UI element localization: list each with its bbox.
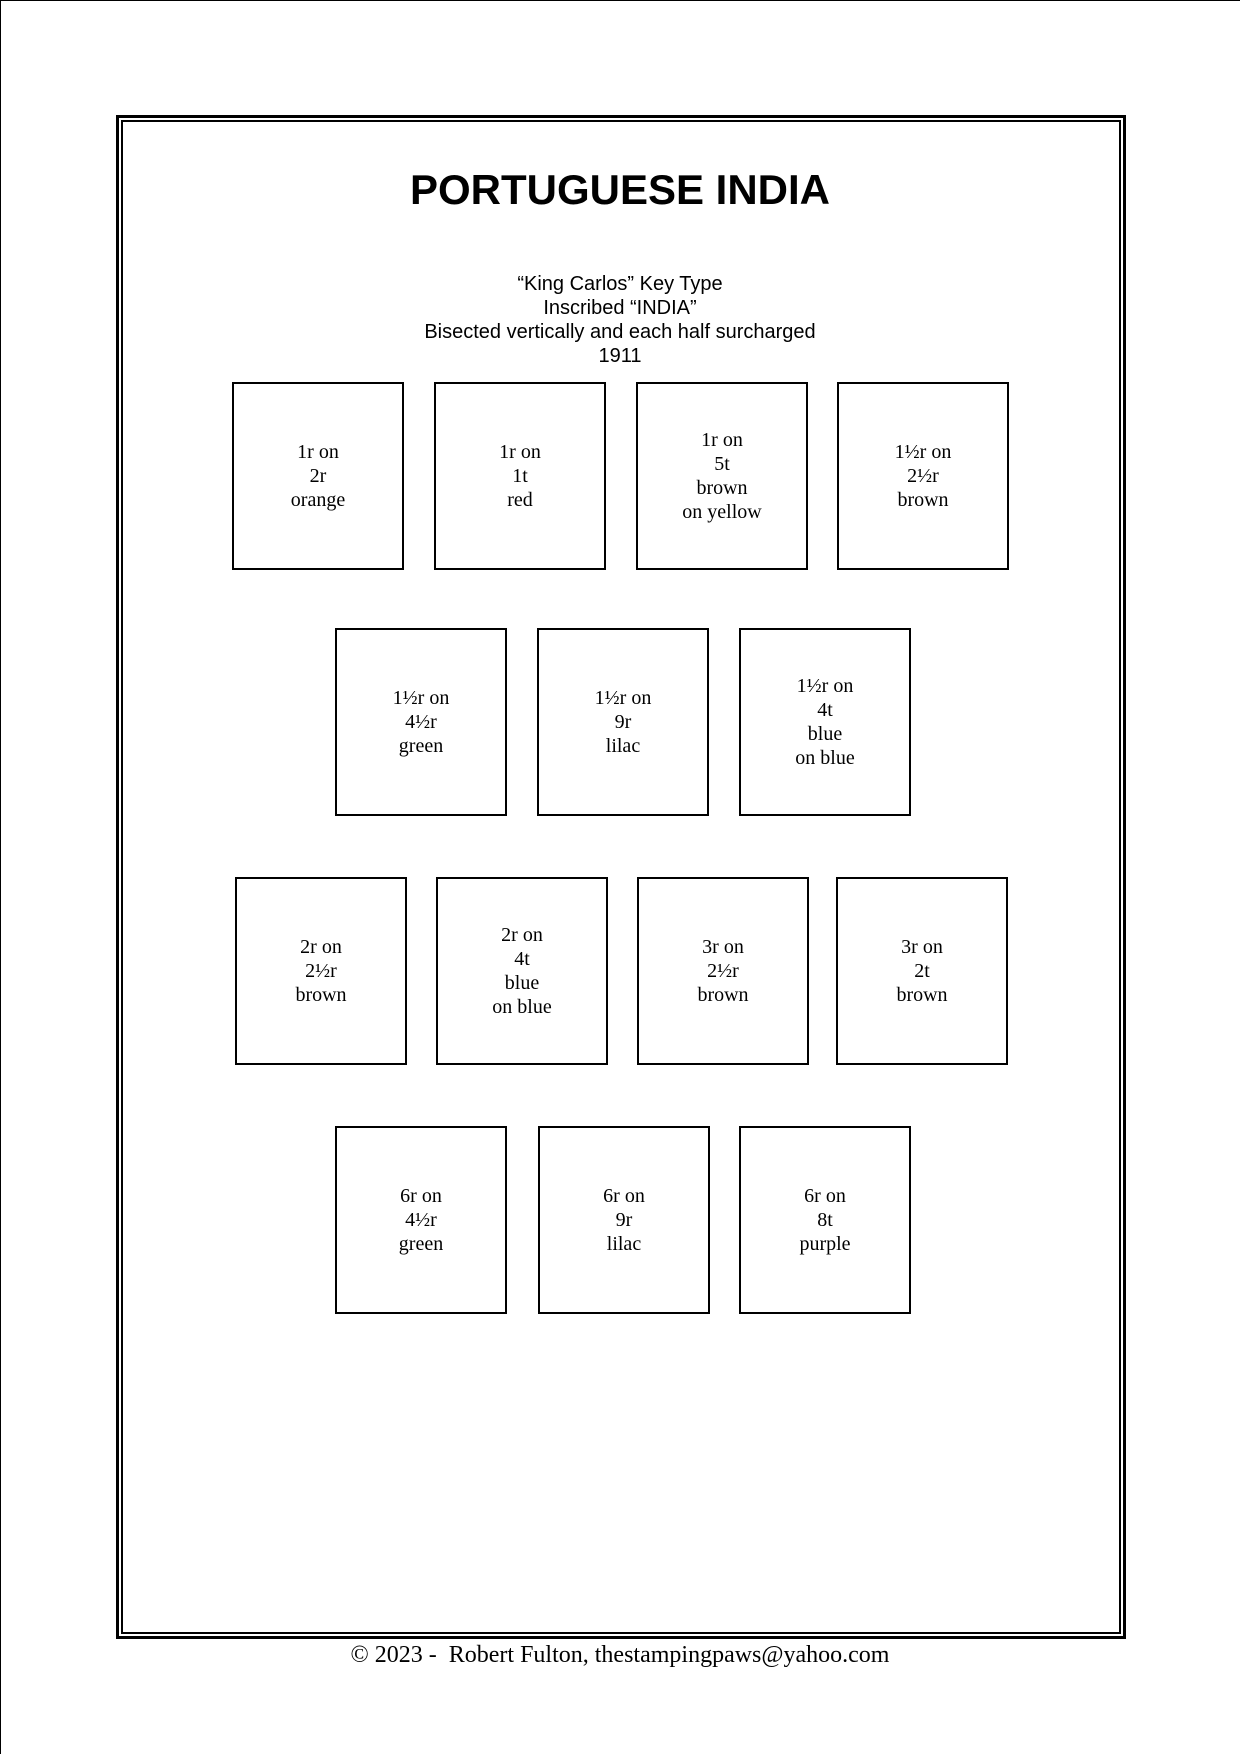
stamp-line: 2½r [907,465,939,487]
stamp-line: purple [799,1233,851,1255]
stamp-line: blue [807,723,843,745]
stamp-line: 8t [817,1209,833,1231]
subtitle-key-type: “King Carlos” Key Type [517,273,723,295]
stamp-line: lilac [606,1233,642,1255]
stamp-line: 3r on [901,936,943,958]
stamp-line: 6r on [804,1185,846,1207]
page-title: PORTUGUESE INDIA [409,166,831,213]
stamp-line: 4½r [405,1209,437,1231]
stamp-line: 2t [914,960,930,982]
stamp-line: 5t [714,453,730,475]
stamp-space: 2r on 4t blue on blue [436,877,608,1065]
stamp-space: 3r on 2½r brown [637,877,809,1065]
stamp-line: 6r on [400,1185,442,1207]
page-subtitle: “King Carlos” Key Type Inscribed “INDIA”… [0,272,1240,368]
stamp-line: 4t [817,699,833,721]
stamp-space: 1½r on 4t blue on blue [739,628,911,816]
stamp-line: 1½r on [894,441,952,463]
stamp-line: 2½r [305,960,337,982]
stamp-line: lilac [605,735,641,757]
stamp-line: brown [897,489,949,511]
stamp-line: 2r on [300,936,342,958]
stamp-line: on yellow [682,501,762,523]
stamp-line: green [398,1233,444,1255]
stamp-line: 1½r on [796,675,854,697]
stamp-line: 6r on [603,1185,645,1207]
stamp-line: brown [295,984,347,1006]
stamp-line: 2r [309,465,327,487]
subtitle-description: Bisected vertically and each half surcha… [424,321,816,343]
page-border-inner [121,120,1121,1634]
stamp-space: 6r on 9r lilac [538,1126,710,1314]
stamp-line: on blue [795,747,855,769]
stamp-line: brown [896,984,948,1006]
stamp-space: 3r on 2t brown [836,877,1008,1065]
copyright-footer: © 2023 - Robert Fulton, thestampingpaws@… [350,1642,890,1668]
stamp-line: 9r [614,711,632,733]
stamp-line: orange [290,489,346,511]
stamp-line: blue [504,972,540,994]
stamp-line: 9r [615,1209,633,1231]
stamp-line: 1r on [499,441,541,463]
stamp-line: 1r on [701,429,743,451]
subtitle-inscription: Inscribed “INDIA” [543,297,697,319]
stamp-line: 1½r on [392,687,450,709]
stamp-line: 4t [514,948,530,970]
stamp-line: 2½r [707,960,739,982]
stamp-line: 1½r on [594,687,652,709]
stamp-space: 2r on 2½r brown [235,877,407,1065]
stamp-space: 1½r on 9r lilac [537,628,709,816]
stamp-space: 1r on 1t red [434,382,606,570]
stamp-space: 1½r on 2½r brown [837,382,1009,570]
stamp-line: 4½r [405,711,437,733]
stamp-line: 3r on [702,936,744,958]
stamp-space: 1r on 2r orange [232,382,404,570]
stamp-space: 6r on 4½r green [335,1126,507,1314]
stamp-space: 1r on 5t brown on yellow [636,382,808,570]
stamp-line: on blue [492,996,552,1018]
stamp-space: 6r on 8t purple [739,1126,911,1314]
stamp-line: green [398,735,444,757]
subtitle-year: 1911 [598,345,642,367]
stamp-line: 1r on [297,441,339,463]
page-border-outer [116,115,1126,1639]
stamp-space: 1½r on 4½r green [335,628,507,816]
stamp-line: red [507,489,533,511]
stamp-line: 1t [512,465,528,487]
stamp-line: brown [696,477,748,499]
stamp-line: 2r on [501,924,543,946]
stamp-line: brown [697,984,749,1006]
